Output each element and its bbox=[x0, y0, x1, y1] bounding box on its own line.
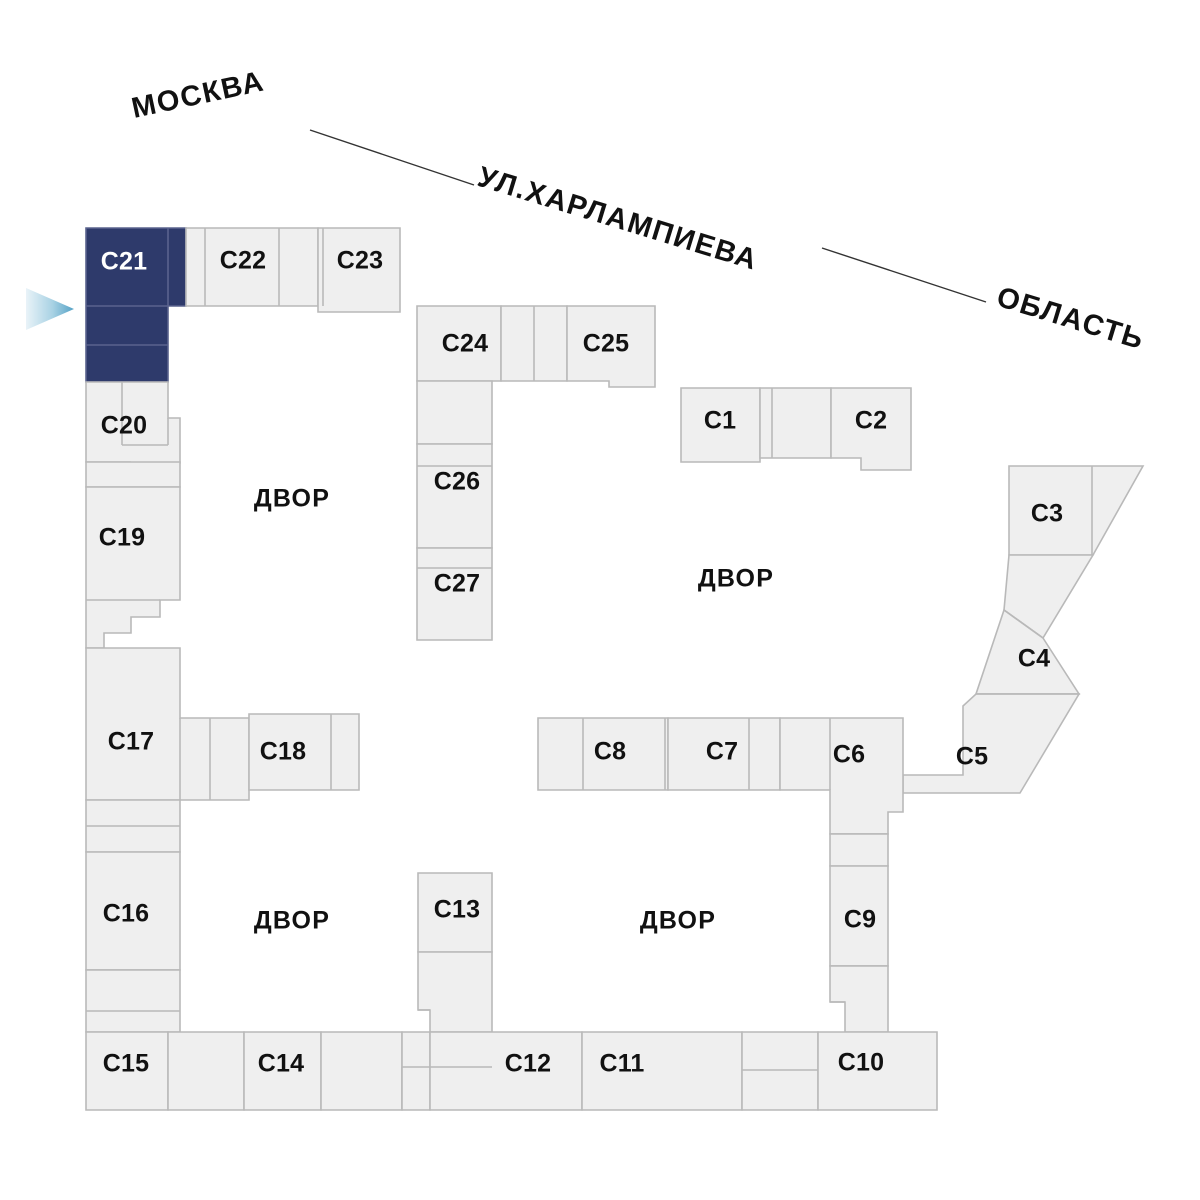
building-group-c20-lower[interactable] bbox=[85, 461, 181, 488]
section-label-c20[interactable]: C20 bbox=[101, 412, 147, 440]
building-c12-west-outline[interactable] bbox=[401, 1031, 431, 1111]
building-group-c16-lower[interactable] bbox=[85, 969, 181, 1033]
building-c15-east-outline[interactable] bbox=[167, 1031, 245, 1111]
building-group-c3[interactable] bbox=[1008, 465, 1145, 556]
building-group-c12-west[interactable] bbox=[401, 1031, 431, 1111]
section-label-c5[interactable]: C5 bbox=[956, 743, 988, 771]
building-group-c18[interactable] bbox=[248, 713, 360, 791]
building-c6-outline[interactable] bbox=[779, 717, 904, 835]
building-c20-lower-outline[interactable] bbox=[85, 461, 181, 488]
building-group-c26-upper[interactable] bbox=[416, 380, 493, 445]
building-c13-lower-outline[interactable] bbox=[417, 951, 493, 1033]
building-group-c17[interactable] bbox=[85, 647, 250, 801]
section-label-c26[interactable]: C26 bbox=[434, 468, 480, 496]
section-label-c21[interactable]: C21 bbox=[101, 248, 147, 276]
building-c16-lower-outline[interactable] bbox=[85, 969, 181, 1033]
section-label-c15[interactable]: C15 bbox=[103, 1050, 149, 1078]
yard-northeast: ДВОР bbox=[698, 565, 774, 593]
street-moskva: МОСКВА bbox=[129, 66, 268, 125]
building-c5-outline[interactable] bbox=[902, 693, 1081, 794]
building-group-c10[interactable] bbox=[817, 1031, 938, 1111]
building-group-c19[interactable] bbox=[85, 486, 181, 649]
building-c26-upper-outline[interactable] bbox=[416, 380, 493, 445]
building-group-c9-upper[interactable] bbox=[829, 833, 889, 867]
street-harlampieva: УЛ.ХАРЛАМПИЕВА bbox=[474, 161, 762, 277]
section-label-c7[interactable]: C7 bbox=[706, 738, 738, 766]
section-label-c6[interactable]: C6 bbox=[833, 741, 865, 769]
building-c26-outline[interactable] bbox=[416, 443, 493, 549]
building-group-c23[interactable] bbox=[317, 227, 401, 313]
section-label-c23[interactable]: C23 bbox=[337, 247, 383, 275]
section-label-c12[interactable]: C12 bbox=[505, 1050, 551, 1078]
building-group-c27[interactable] bbox=[416, 547, 493, 641]
leader-line-moskva bbox=[309, 129, 475, 186]
section-label-c11[interactable]: C11 bbox=[599, 1050, 644, 1078]
section-label-c18[interactable]: C18 bbox=[260, 738, 306, 766]
entrance-arrow-group[interactable] bbox=[26, 288, 74, 330]
section-label-c19[interactable]: C19 bbox=[99, 524, 145, 552]
section-label-c10[interactable]: C10 bbox=[838, 1049, 884, 1077]
building-group-c15-east[interactable] bbox=[167, 1031, 245, 1111]
building-group-c1[interactable] bbox=[680, 387, 761, 463]
building-group-c24-east[interactable] bbox=[500, 305, 568, 382]
building-c3-outline[interactable] bbox=[1008, 465, 1145, 556]
building-c14-east-outline[interactable] bbox=[320, 1031, 403, 1111]
building-group-c6[interactable] bbox=[779, 717, 904, 835]
building-group-c13-lower[interactable] bbox=[417, 951, 493, 1033]
section-label-c9[interactable]: C9 bbox=[844, 906, 876, 934]
building-c23-outline[interactable] bbox=[317, 227, 401, 313]
building-c4-divider-1 bbox=[1003, 609, 1044, 639]
building-group-c26[interactable] bbox=[416, 443, 493, 549]
leader-line-harlampieva bbox=[821, 247, 987, 303]
yard-southeast: ДВОР bbox=[640, 907, 716, 935]
section-label-c4[interactable]: C4 bbox=[1018, 645, 1050, 673]
building-c25-outline[interactable] bbox=[566, 305, 656, 388]
yard-label-group: ДВОР ДВОР ДВОР ДВОР bbox=[254, 485, 774, 935]
building-group-c17-lower[interactable] bbox=[85, 799, 181, 853]
building-c1-outline[interactable] bbox=[680, 387, 761, 463]
yard-northwest: ДВОР bbox=[254, 485, 330, 513]
building-group-c5[interactable] bbox=[902, 693, 1081, 794]
building-c17-outline[interactable] bbox=[85, 647, 250, 801]
section-label-c3[interactable]: C3 bbox=[1031, 500, 1063, 528]
building-group-c2[interactable] bbox=[830, 387, 912, 471]
section-label-c13[interactable]: C13 bbox=[434, 896, 480, 924]
building-c11-east-outline[interactable] bbox=[741, 1031, 819, 1111]
building-group-c14-east[interactable] bbox=[320, 1031, 403, 1111]
building-c27-outline[interactable] bbox=[416, 547, 493, 641]
section-label-c8[interactable]: C8 bbox=[594, 738, 626, 766]
building-c9-lower-outline[interactable] bbox=[829, 965, 889, 1033]
building-c10-outline[interactable] bbox=[817, 1031, 938, 1111]
building-c1-east-outline[interactable] bbox=[759, 387, 832, 459]
building-group-c11-east[interactable] bbox=[741, 1031, 819, 1111]
building-group-c21[interactable] bbox=[85, 227, 187, 383]
section-label-c16[interactable]: C16 bbox=[103, 900, 149, 928]
section-label-c25[interactable]: C25 bbox=[583, 330, 629, 358]
building-c19-outline[interactable] bbox=[85, 486, 181, 649]
building-group-c9-lower[interactable] bbox=[829, 965, 889, 1033]
section-label-c22[interactable]: C22 bbox=[220, 247, 266, 275]
entrance-arrow-icon[interactable] bbox=[26, 288, 74, 330]
section-label-c2[interactable]: C2 bbox=[855, 407, 887, 435]
section-label-c24[interactable]: C24 bbox=[442, 330, 488, 358]
building-group-c25[interactable] bbox=[566, 305, 656, 388]
street-oblast: ОБЛАСТЬ bbox=[993, 281, 1148, 356]
section-label-c14[interactable]: C14 bbox=[258, 1050, 304, 1078]
section-label-c1[interactable]: C1 bbox=[704, 407, 736, 435]
building-c2-outline[interactable] bbox=[830, 387, 912, 471]
building-group-c1-east[interactable] bbox=[759, 387, 832, 459]
yard-southwest: ДВОР bbox=[254, 907, 330, 935]
section-label-c17[interactable]: C17 bbox=[108, 728, 154, 756]
building-c9-upper-outline[interactable] bbox=[829, 833, 889, 867]
section-label-c27[interactable]: C27 bbox=[434, 570, 480, 598]
